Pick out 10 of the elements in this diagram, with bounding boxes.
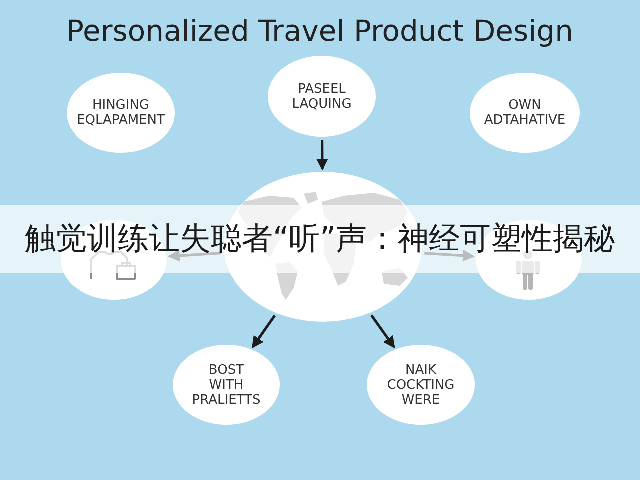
topic-label: HINGING EQLAPAMENT (77, 98, 165, 128)
arrow (316, 140, 328, 171)
topic-label: OWN ADTAHATIVE (484, 98, 566, 128)
overlay-caption: 触觉训练让失聪者“听”声：神经可塑性揭秘 (24, 220, 616, 258)
topic-label: NAIK COCKTING WERE (387, 362, 455, 408)
arrow (370, 314, 396, 349)
arrow (252, 315, 276, 349)
topic-label: PASEEL LAQUING (292, 82, 352, 112)
topic-label: BOST WITH PRALIETTS (192, 362, 261, 408)
diagram-title: Personalized Travel Product Design (66, 13, 574, 49)
